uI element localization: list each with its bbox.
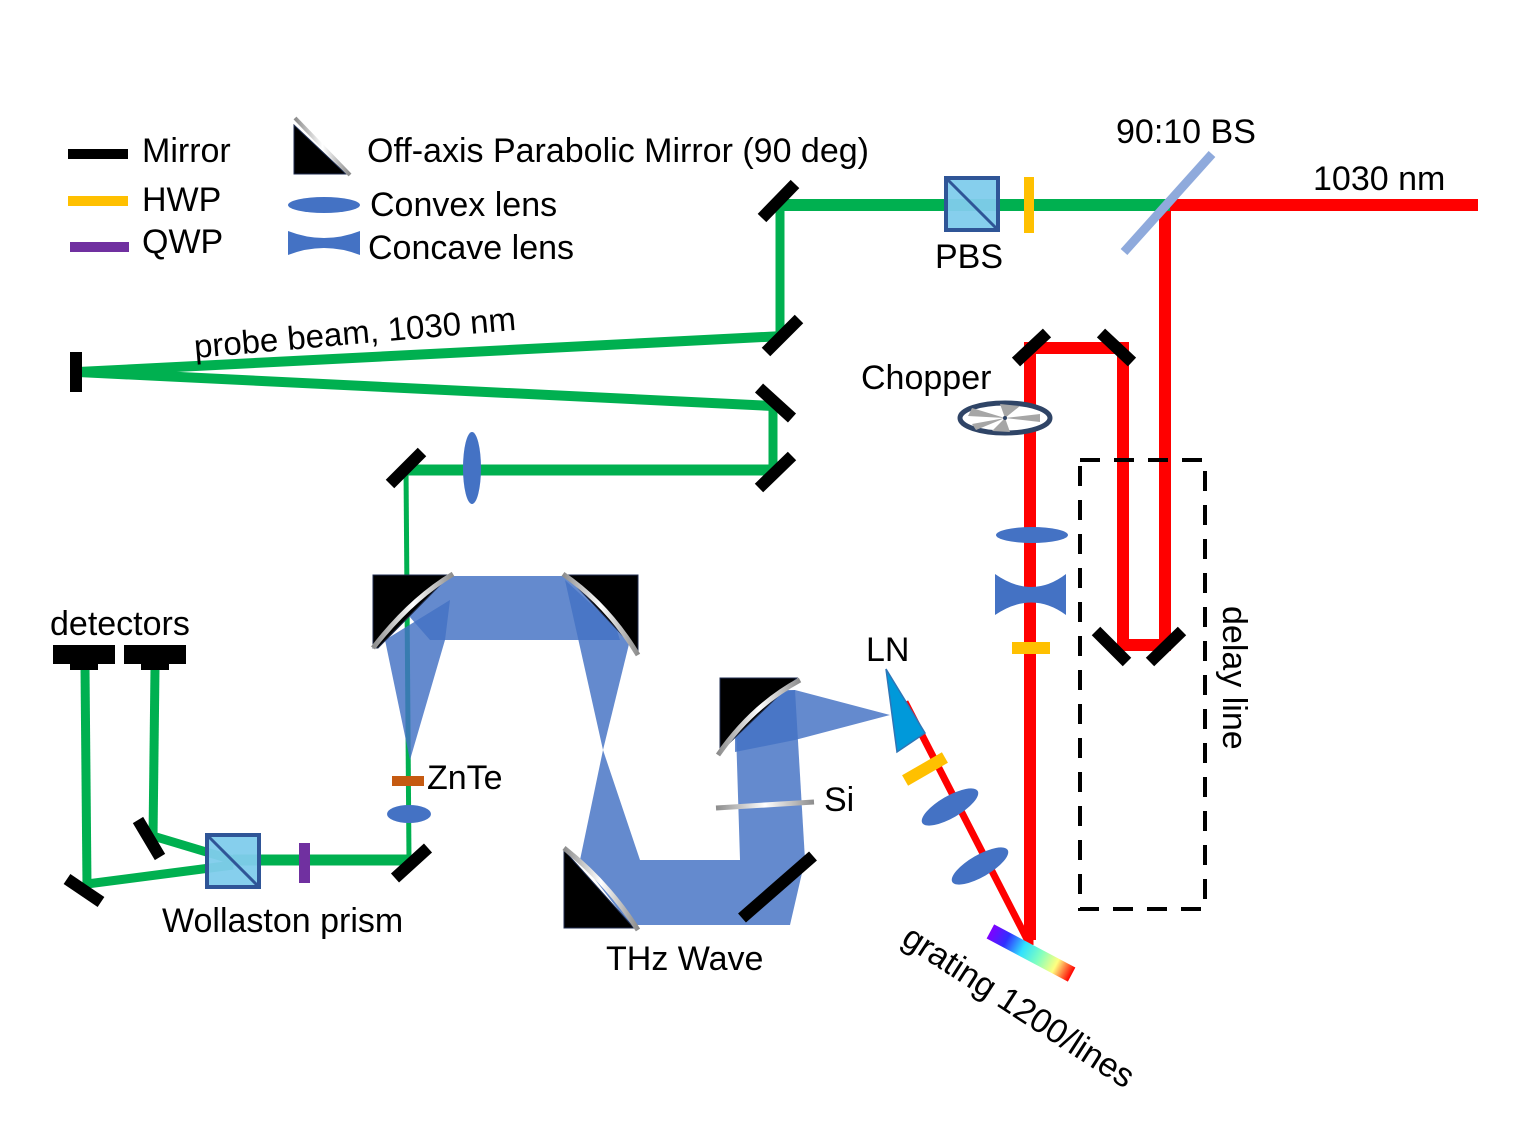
znte-label: ZnTe — [427, 759, 503, 797]
convex-lens-tilted-1-icon — [921, 788, 979, 826]
oap-mirror-3 — [562, 846, 641, 932]
convex-lens-probe-icon — [463, 432, 481, 504]
legend-concave-lens-icon — [288, 231, 360, 255]
legend-hwp-icon — [68, 196, 128, 206]
pbs-label: PBS — [935, 238, 1003, 276]
legend-qwp-icon — [70, 242, 129, 252]
legend-qwp-label: QWP — [142, 223, 223, 261]
delay-line-label: delay line — [1215, 606, 1253, 750]
legend-hwp-label: HWP — [142, 181, 221, 219]
mirror-detector-2 — [63, 874, 105, 907]
wollaston-prism-icon — [205, 833, 261, 889]
oap-mirror-2 — [561, 571, 641, 657]
legend-concave-label: Concave lens — [368, 229, 574, 267]
mirror-probe-down — [754, 451, 797, 493]
detector-1-icon — [53, 645, 115, 664]
legend-mirror-icon — [68, 149, 128, 159]
mirror-thz-flat — [738, 851, 817, 923]
grating-to-ln-beam — [901, 700, 1034, 947]
thz-beam-path — [385, 576, 890, 925]
qwp-icon — [299, 843, 310, 883]
si-wafer-icon — [715, 799, 815, 811]
beam-splitter-90-10-icon — [1120, 150, 1216, 256]
convex-lens-tilted-2-icon — [951, 847, 1009, 885]
mirrors — [63, 179, 1187, 923]
chopper-label: Chopper — [861, 359, 991, 397]
mirror-probe-horizontal — [390, 843, 433, 883]
hwp-tilted-icon — [902, 752, 948, 786]
legend-mirror-label: Mirror — [142, 132, 231, 170]
mirror-delay-top-right — [1096, 328, 1137, 367]
wollaston-label: Wollaston prism — [162, 902, 403, 940]
thz-wave-label: THz Wave — [606, 940, 763, 978]
detectors — [53, 645, 186, 670]
delay-line-box — [1078, 458, 1207, 911]
delay-loop-beam — [1024, 205, 1171, 940]
znte-crystal-icon — [392, 776, 424, 786]
probe-beam-path — [77, 199, 1170, 889]
oap-mirror-4 — [715, 677, 802, 757]
legend: Mirror HWP QWP Off-axis Parabolic Mirror… — [68, 116, 869, 267]
mirror-probe-vertical — [385, 447, 427, 489]
grating-icon — [986, 924, 1076, 982]
pbs-cube-icon — [944, 176, 1000, 232]
convex-lens-eo-icon — [387, 805, 431, 823]
pump-beam-path — [901, 199, 1478, 947]
bs-label: 90:10 BS — [1116, 113, 1256, 151]
legend-convex-lens-icon — [288, 197, 360, 213]
detector-1-head — [70, 660, 98, 670]
legend-oap-label: Off-axis Parabolic Mirror (90 deg) — [367, 132, 869, 170]
convex-lens-pump-icon — [996, 527, 1068, 543]
hwp-pump-icon — [1012, 642, 1050, 654]
mirror-delay-bottom-left — [1091, 626, 1132, 667]
legend-convex-label: Convex lens — [370, 186, 557, 224]
mirror-top-left — [757, 179, 800, 223]
detector-2-icon — [124, 645, 186, 664]
detector-2-head — [141, 660, 169, 670]
chopper-icon — [957, 400, 1053, 436]
mirror-probe-turn — [761, 314, 804, 357]
mirror-delay-top-left — [1011, 328, 1052, 367]
si-label: Si — [824, 781, 854, 819]
input-wavelength-label: 1030 nm — [1313, 160, 1445, 198]
detectors-label: detectors — [50, 605, 190, 643]
ln-label: LN — [866, 631, 909, 669]
ln-crystal-icon — [885, 668, 927, 754]
mirror-probe-return — [754, 383, 797, 423]
mirror-delay-bottom-right — [1145, 626, 1187, 667]
oap-mirror-1 — [371, 571, 455, 650]
mirror-detector-1 — [132, 816, 166, 861]
legend-oap-icon — [293, 116, 352, 177]
hwp-probe-icon — [1024, 177, 1034, 233]
concave-lens-pump-icon — [995, 574, 1066, 615]
